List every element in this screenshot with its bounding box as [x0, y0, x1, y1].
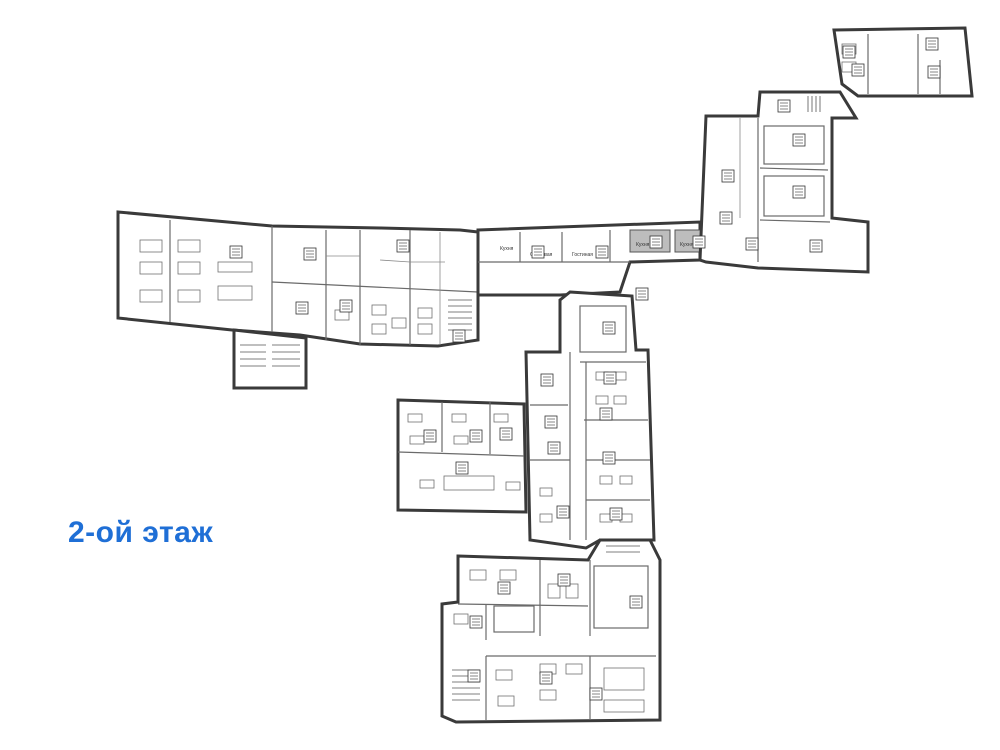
room-tag: [531, 245, 545, 259]
room-label-kitchen-2: Кухня: [636, 242, 650, 248]
room-tag: [295, 301, 309, 315]
room-tag: [603, 371, 617, 385]
west-wing: [116, 210, 480, 390]
room-tag: [556, 505, 570, 519]
room-label-kitchen-3: Кухня: [680, 242, 694, 248]
room-tag: [589, 687, 603, 701]
room-tag: [649, 235, 663, 249]
room-tag: [499, 427, 513, 441]
room-tag: [721, 169, 735, 183]
room-tag: [851, 63, 865, 77]
room-tag: [809, 239, 823, 253]
room-tag: [719, 211, 733, 225]
room-tag: [595, 245, 609, 259]
room-tag: [602, 451, 616, 465]
room-tag: [229, 245, 243, 259]
room-label-kitchen: Кухня: [500, 246, 514, 252]
room-tags: [229, 37, 941, 701]
room-tag: [497, 581, 511, 595]
room-tag: [469, 615, 483, 629]
room-tag: [635, 287, 649, 301]
west-annex: [396, 398, 528, 514]
room-tag: [547, 441, 561, 455]
room-tag: [452, 329, 466, 343]
room-tag: [599, 407, 613, 421]
room-label-lounge: Гостиная: [572, 252, 593, 258]
central-spine: [524, 290, 656, 550]
room-tag: [455, 461, 469, 475]
room-tag: [469, 429, 483, 443]
room-tag: [540, 373, 554, 387]
room-tag: [842, 45, 856, 59]
room-tag: [557, 573, 571, 587]
south-wing: [440, 538, 662, 724]
room-tag: [303, 247, 317, 261]
room-tag: [927, 65, 941, 79]
room-tag: [609, 507, 623, 521]
room-tag: [339, 299, 353, 313]
room-tag: [539, 671, 553, 685]
room-tag: [792, 133, 806, 147]
room-tag: [629, 595, 643, 609]
room-tag: [396, 239, 410, 253]
room-tag: [467, 669, 481, 683]
room-tag: [544, 415, 558, 429]
room-tag: [777, 99, 791, 113]
room-tag: [925, 37, 939, 51]
northeast-wing: [698, 26, 974, 274]
room-tag: [423, 429, 437, 443]
room-tag: [692, 235, 706, 249]
room-tag: [745, 237, 759, 251]
room-tag: [792, 185, 806, 199]
floor-title: 2-ой этаж: [68, 516, 214, 549]
north-corridor: Кухня Столовая Гостиная Кухня Кухня: [476, 220, 716, 297]
room-tag: [602, 321, 616, 335]
